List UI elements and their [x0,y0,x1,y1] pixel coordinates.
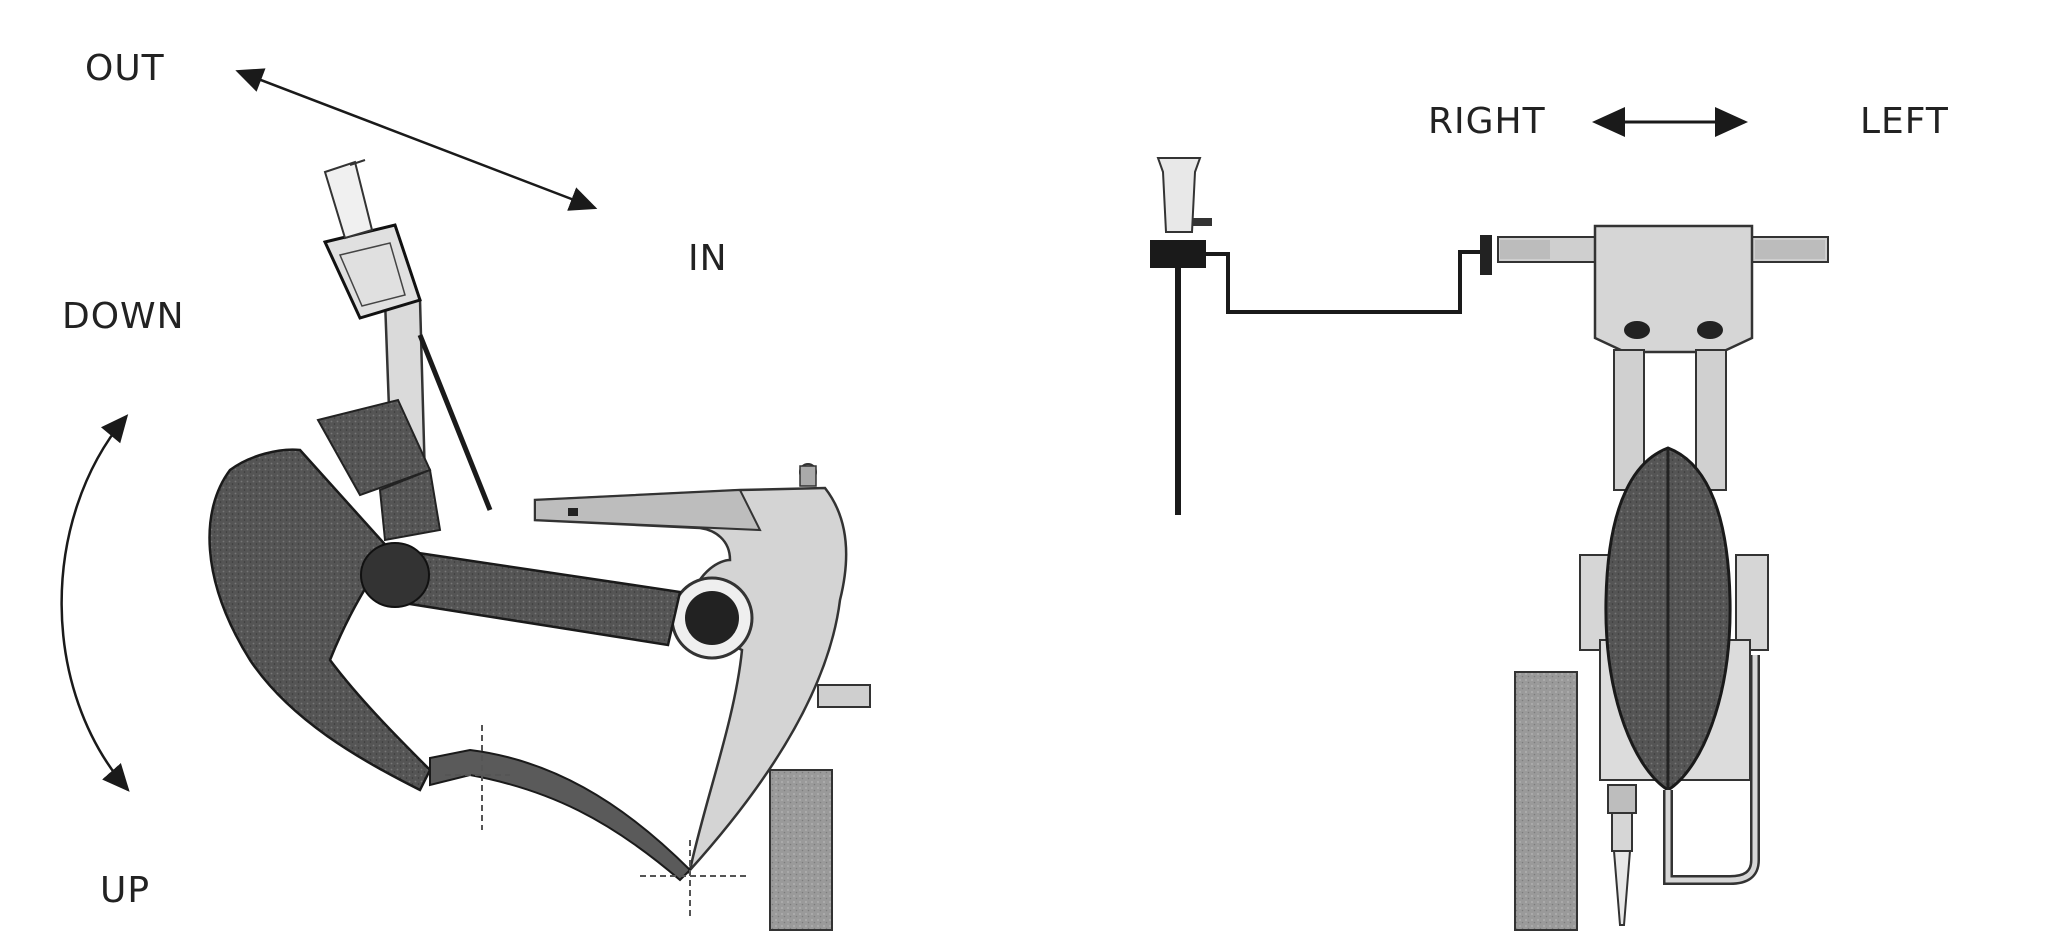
out-in-double-arrow-icon [235,68,598,211]
hook-body [533,486,848,875]
label-in: IN [688,238,728,279]
funnel-cup [1156,157,1202,233]
hub-center [685,591,739,645]
down-up-curved-arrow-icon [60,414,130,792]
side-view-mechanism [208,159,871,931]
front-column [1514,671,1578,931]
top-bracket [1593,224,1754,354]
lower-strip [429,748,692,882]
pivot-ball [360,542,430,608]
label-left: LEFT [1860,101,1949,142]
label-up: UP [100,870,150,911]
diagonal-rod [417,334,493,511]
dark-arm [383,546,682,647]
front-view-mechanism [1150,157,1829,931]
label-out: OUT [85,48,165,89]
side-pillar [769,769,833,931]
label-right: RIGHT [1428,101,1546,142]
label-down: DOWN [62,296,185,337]
linkage-wire [1206,250,1490,314]
dark-wing [208,448,432,792]
small-block [1150,240,1206,268]
